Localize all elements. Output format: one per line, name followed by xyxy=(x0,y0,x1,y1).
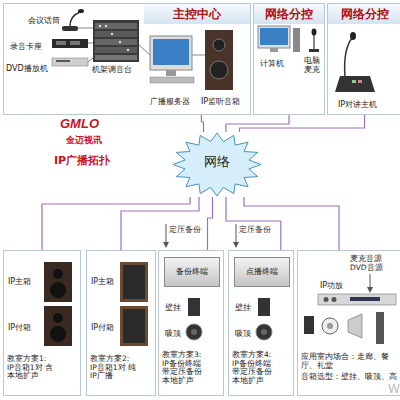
illustration-path xyxy=(163,242,169,248)
box-heading: 网络分控 xyxy=(328,4,400,24)
network-link xyxy=(208,197,213,250)
cloud-shape xyxy=(173,133,261,196)
network-link xyxy=(42,197,190,250)
watermark: W xyxy=(388,383,400,397)
node-text: 广播服务器 xyxy=(150,97,202,106)
node-text: 电脑麦克 xyxy=(304,56,324,74)
box-heading: 网络分控 xyxy=(254,4,324,24)
network-link xyxy=(226,115,289,132)
backup-arrow xyxy=(163,224,239,248)
node-text: 教室方案3: IP备份终端 带定压备份 本地扩声 xyxy=(162,351,208,386)
logo-text: GMLO xyxy=(60,117,120,132)
node-text: 点播终端 xyxy=(235,267,289,276)
node-text: 录音卡座 xyxy=(10,42,54,51)
node-text: IP功放 xyxy=(320,281,350,290)
box-heading: 主控中心 xyxy=(144,4,250,24)
node-text: 计算机 xyxy=(260,59,294,68)
node-text: IP主箱 xyxy=(91,277,123,286)
node-text: IP主箱 xyxy=(8,277,44,286)
network-cloud: 网络 xyxy=(172,132,262,197)
illustration-path xyxy=(233,242,239,248)
node-text: 教室方案1: IP音箱1对 含本地扩声 xyxy=(7,355,53,381)
illustration-path xyxy=(236,224,237,244)
network-link xyxy=(226,197,281,250)
illustration-path xyxy=(166,224,167,244)
node-text: 机架调音台 xyxy=(92,65,148,74)
node-text: 麦克音源 DVD音源 xyxy=(350,255,394,272)
node-text: 应用室内场合：走廊、餐厅、礼堂 xyxy=(301,353,397,370)
network-link xyxy=(121,197,199,250)
control-box: 网络分控 IP对讲主机 xyxy=(327,3,400,115)
node-text: 教室方案2: IP音箱1对 纯IP广播 xyxy=(90,355,136,381)
node-text: IP付箱 xyxy=(8,323,44,332)
network-link xyxy=(240,115,365,132)
scheme-box: 麦克音源 DVD音源IP功放应用室内场合：走廊、餐厅、礼堂音箱选型：壁挂、吸顶、… xyxy=(297,250,400,396)
logo-text: 金迈视讯 xyxy=(66,135,116,145)
node-text: DVD播放机 xyxy=(6,64,54,73)
control-box: 主控中心会议话筒录音卡座 DVD播放机 机架调音台广播服务器IP监听音箱 xyxy=(3,3,251,115)
node-text: 吸顶 xyxy=(235,329,259,338)
node-text: 音箱选型：壁挂、吸顶、高 xyxy=(301,373,397,382)
node-text: 备份终端 xyxy=(165,267,219,276)
backup-note: 定压备份 xyxy=(169,226,203,235)
node-text: 壁挂 xyxy=(235,303,259,312)
scheme-box: 壁挂吸顶教室方案3: IP备份终端 带定压备份 本地扩声 备份终端 xyxy=(158,250,224,396)
node-text: 会议话筒 xyxy=(28,16,68,25)
node-text: 吸顶 xyxy=(165,329,189,338)
node-text: IP对讲主机 xyxy=(338,100,398,109)
node-text: IP监听音箱 xyxy=(201,97,253,106)
control-box: 网络分控计算机 电脑麦克 xyxy=(253,3,325,115)
node-text: IP付箱 xyxy=(91,323,123,332)
network-link xyxy=(201,115,203,132)
logo-text: IP广播拓扑 xyxy=(54,155,134,168)
scheme-box: 壁挂吸顶教室方案4: IP备份终端 带定压备份 本地扩声 点播终端 xyxy=(228,250,294,396)
scheme-box: IP主箱 IP付箱教室方案1: IP音箱1对 含本地扩声 xyxy=(3,250,81,396)
terminal-box: 备份终端 xyxy=(164,257,220,287)
node-text: 教室方案4: IP备份终端 带定压备份 本地扩声 xyxy=(232,351,278,386)
network-link xyxy=(244,197,339,250)
scheme-box: IP主箱 IP付箱教室方案2: IP音箱1对 纯IP广播 xyxy=(86,250,156,396)
node-text: 壁挂 xyxy=(165,303,189,312)
terminal-box: 点播终端 xyxy=(234,257,290,287)
backup-note: 定压备份 xyxy=(239,226,273,235)
node-text: 网络 xyxy=(172,155,262,170)
